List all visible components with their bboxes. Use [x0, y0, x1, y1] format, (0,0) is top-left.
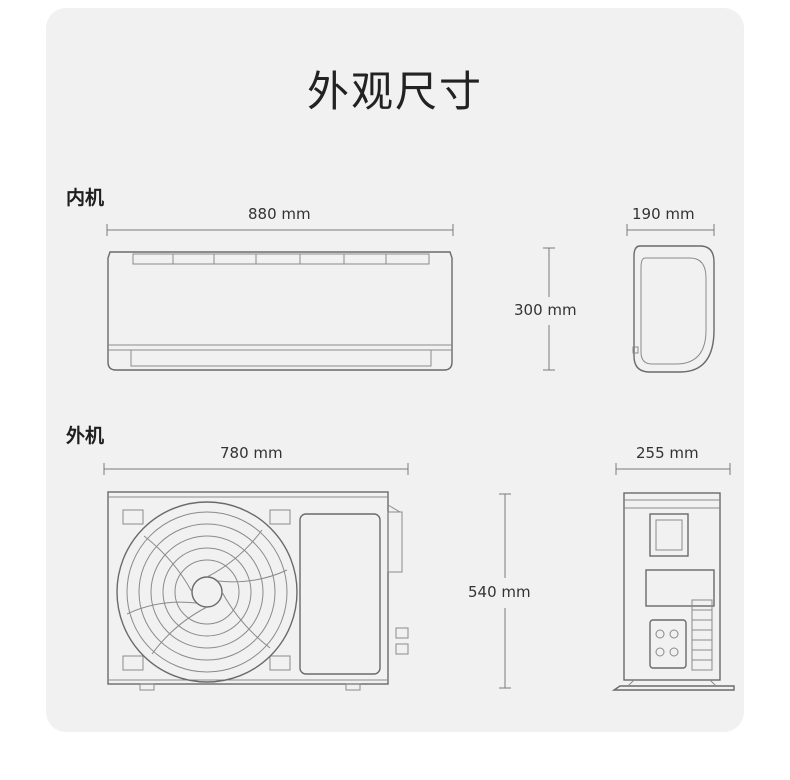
outdoor-height-label: 540 mm	[468, 583, 531, 601]
indoor-depth-dimension-line	[626, 224, 715, 236]
indoor-unit-front-view	[107, 251, 453, 371]
outdoor-depth-dimension-line	[615, 463, 731, 475]
outdoor-width-dimension-line	[103, 463, 409, 475]
page-title: 外观尺寸	[306, 67, 483, 116]
indoor-height-dimension-line	[543, 247, 555, 371]
outdoor-depth-label: 255 mm	[636, 444, 699, 462]
outdoor-unit-label: 外机	[66, 425, 105, 447]
indoor-unit-label: 内机	[66, 187, 105, 209]
indoor-height-label: 300 mm	[514, 301, 577, 319]
indoor-unit-side-view	[632, 245, 715, 373]
outdoor-unit-front-view	[107, 491, 409, 691]
indoor-depth-label: 190 mm	[632, 205, 695, 223]
indoor-width-dimension-line	[106, 224, 454, 236]
outdoor-width-label: 780 mm	[220, 444, 283, 462]
indoor-width-label: 880 mm	[248, 205, 311, 223]
outdoor-height-dimension-line	[499, 493, 511, 689]
outdoor-unit-side-view	[611, 492, 735, 691]
